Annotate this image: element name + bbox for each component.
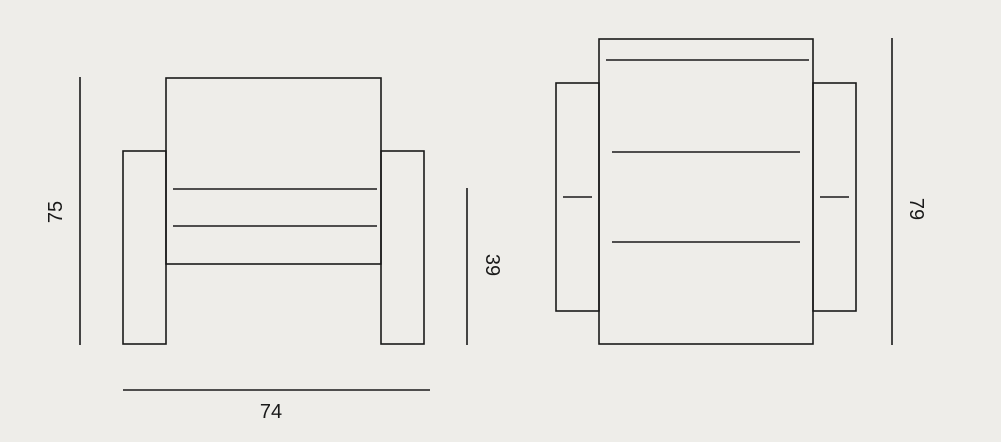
- depth-dimension-label: 79: [905, 198, 927, 220]
- front-right-armrest: [380, 150, 425, 345]
- front-left-armrest: [122, 150, 167, 345]
- front-backrest: [165, 77, 382, 265]
- side-body: [598, 38, 814, 345]
- side-right-arm: [812, 82, 857, 312]
- seat-height-dimension-label: 39: [481, 254, 503, 276]
- front-view: 75 39 74: [45, 77, 503, 423]
- side-view: 79: [555, 38, 927, 345]
- width-dimension-label: 74: [260, 401, 282, 423]
- height-dimension-label: 75: [45, 201, 67, 223]
